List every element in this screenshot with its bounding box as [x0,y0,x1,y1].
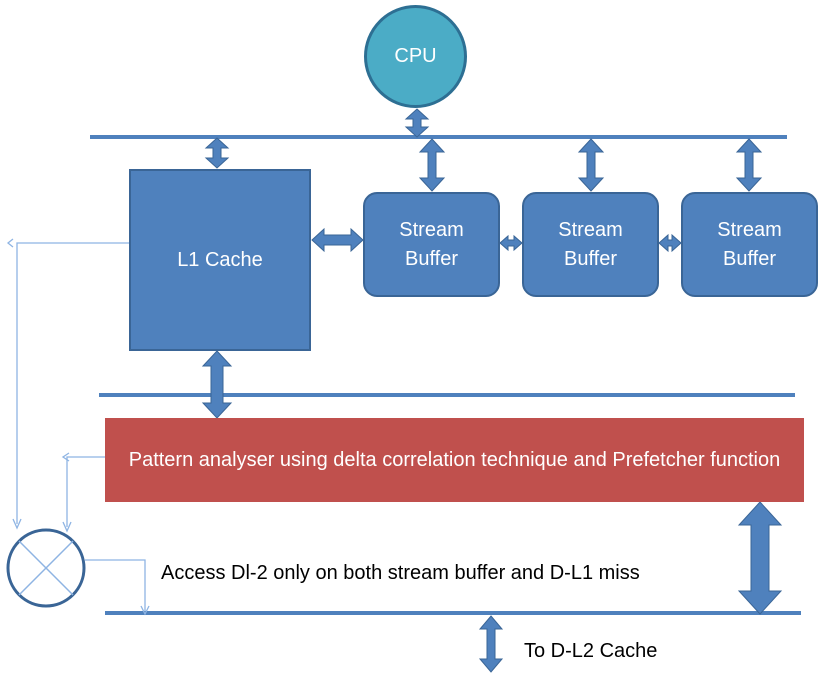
stream-buffer-1-line1: Stream [399,218,464,241]
stream-buffer-3: Stream Buffer [681,192,818,297]
analyser-bottom-bus-arrow [737,501,783,615]
stream-buffer-2-line2: Buffer [564,247,617,270]
pattern-analyser-block: Pattern analyser using delta correlation… [105,418,804,502]
l1-to-comparator-line [6,238,129,530]
l1-cache-label: L1 Cache [177,248,263,271]
bus-stream-buffer-2-arrow [577,138,605,192]
bus-stream-buffer-3-arrow [735,138,763,192]
stream-buffer-1: Stream Buffer [363,192,500,297]
analyser-to-comparator-line [61,452,105,533]
l1-stream-buffer-arrow [311,227,364,253]
stream-buffer-1-line2: Buffer [405,247,458,270]
stream-buffer-3-line1: Stream [717,218,782,241]
comparator-to-bus-line [85,559,150,616]
to-l2-arrow [478,615,504,673]
pattern-analyser-label: Pattern analyser using delta correlation… [128,448,781,471]
access-note: Access Dl-2 only on both stream buffer a… [161,562,640,584]
stream-buffer-2-3-arrow [658,233,682,253]
stream-buffer-3-line2: Buffer [723,247,776,270]
bus-stream-buffer-1-arrow [418,138,446,192]
stream-buffer-2: Stream Buffer [522,192,659,297]
cpu-node: CPU [364,5,467,108]
l1-cache-block: L1 Cache [129,169,311,351]
cpu-label: CPU [394,45,437,67]
cpu-bus-arrow [404,108,430,138]
to-l2-label: To D-L2 Cache [524,640,658,662]
stream-buffer-1-2-arrow [499,234,523,252]
stream-buffer-2-line1: Stream [558,218,623,241]
comparator-x-circle-icon [6,528,86,608]
l1-analyser-arrow [201,350,233,419]
bus-l1-arrow [204,137,230,169]
